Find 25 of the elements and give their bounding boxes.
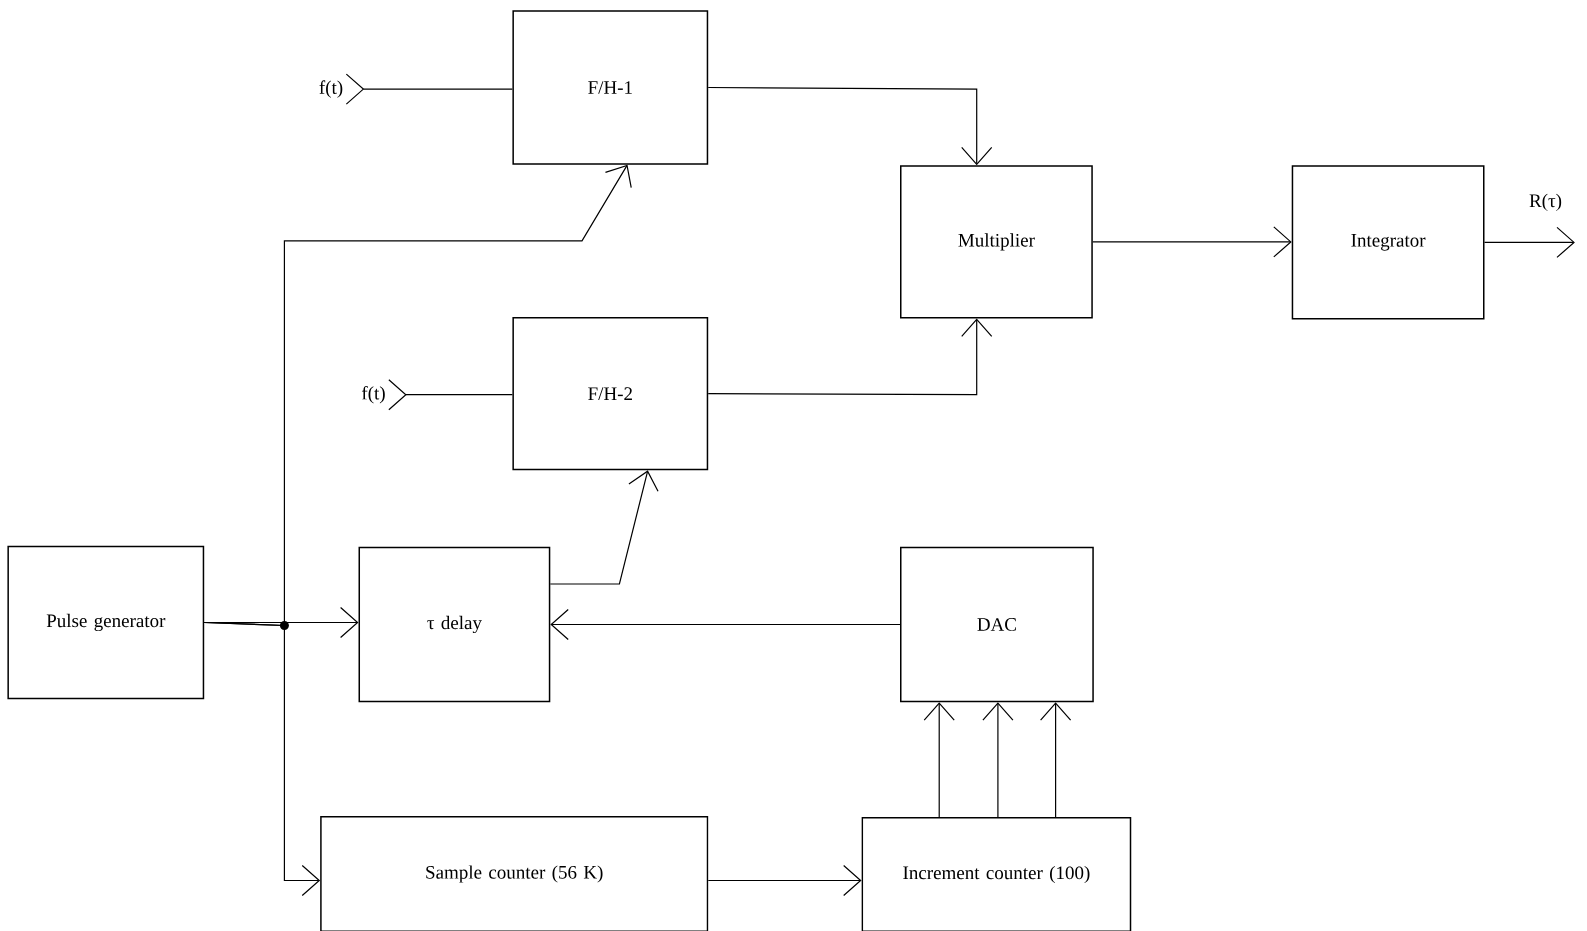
arrow	[707, 86, 993, 166]
input-label: f(t)	[319, 80, 343, 98]
arrow	[388, 379, 513, 411]
process-box: F/H-1	[512, 10, 709, 165]
arrow	[1483, 226, 1575, 258]
process-box: Multiplier	[900, 165, 1093, 319]
arrow	[707, 864, 862, 897]
arrow	[549, 470, 659, 585]
edge-label: R(τ)	[1528, 192, 1563, 212]
arrow	[707, 318, 993, 396]
input-label: f(t)	[361, 385, 385, 404]
arrow	[1040, 702, 1072, 818]
process-box: Integrator	[1291, 165, 1485, 320]
arrow	[203, 621, 321, 897]
arrow	[1092, 226, 1292, 258]
process-box: Pulse generator	[7, 545, 205, 700]
process-box: F/H-2	[512, 317, 709, 471]
process-box: τ delay	[358, 546, 551, 703]
process-box: Increment counter (100)	[861, 817, 1132, 931]
arrow	[982, 702, 1014, 818]
process-box: DAC	[900, 546, 1094, 703]
arrow	[923, 702, 955, 818]
process-box: Sample counter (56 K)	[320, 816, 709, 931]
arrow	[550, 608, 901, 641]
arrow	[345, 73, 513, 105]
